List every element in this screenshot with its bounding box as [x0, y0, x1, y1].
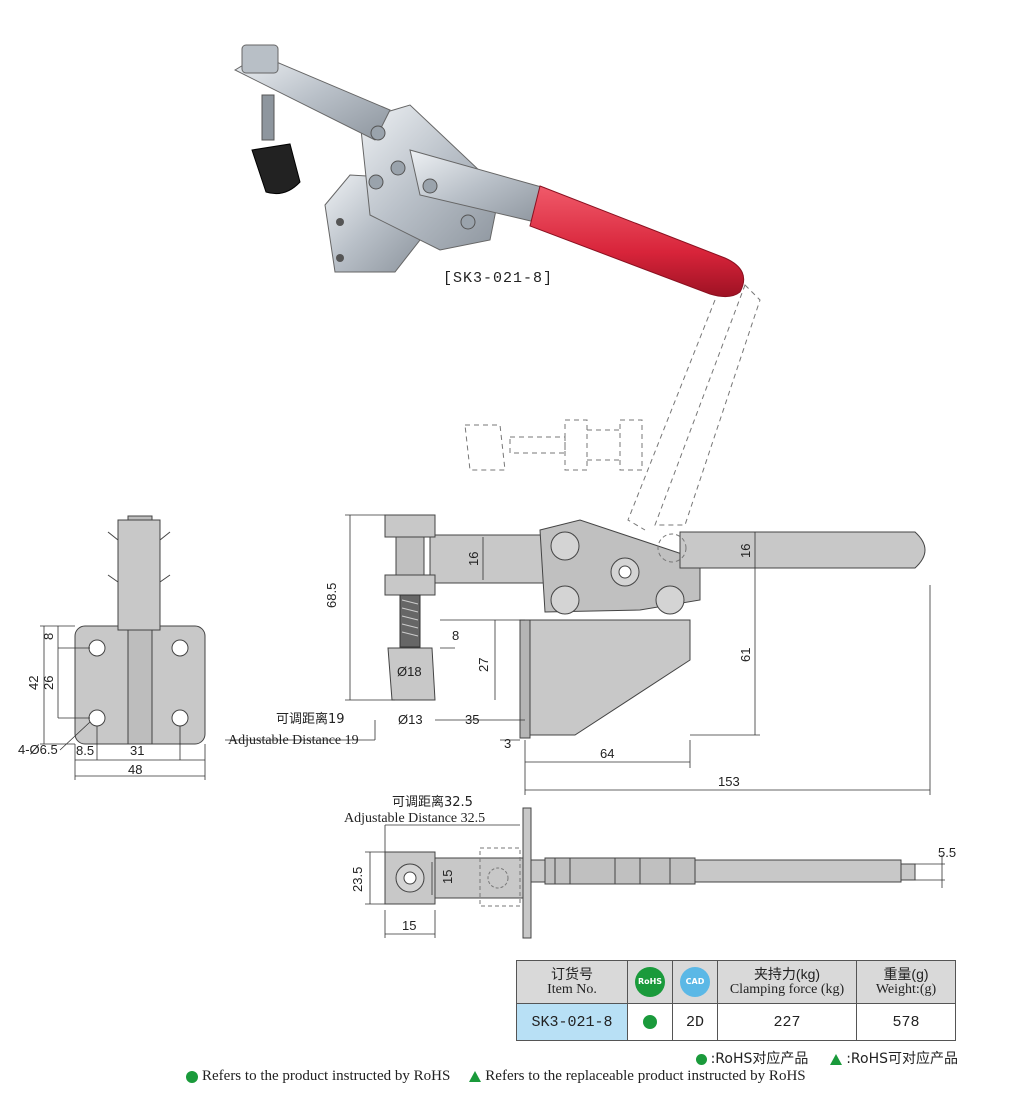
open-position-ghost [464, 284, 761, 531]
dim-front-8-5: 8.5 [76, 743, 94, 758]
adjust-32-5-cn: 可调距离32.5 [392, 794, 473, 810]
header-cad: CAD [672, 960, 718, 1004]
legend-replace-en: Refers to the replaceable product instru… [485, 1068, 806, 1084]
cad-badge-icon: CAD [680, 967, 710, 997]
header-item-cn: 订货号 [551, 966, 593, 982]
dim-35: 35 [465, 712, 479, 727]
legend-replace-cn: :RoHS可对应产品 [846, 1051, 958, 1067]
table-row: SK3-021-8 2D 227 578 [516, 1003, 956, 1041]
dim-top-15: 15 [402, 918, 416, 933]
product-photo [233, 44, 745, 298]
header-rohs: RoHS [627, 960, 673, 1004]
legend-en-dot-icon [186, 1070, 198, 1083]
cell-rohs [627, 1003, 673, 1041]
dim-top-15-inner: 15 [440, 870, 455, 884]
dim-61: 61 [738, 648, 753, 662]
legend-triangle-icon [830, 1053, 843, 1065]
dim-handle-16: 16 [738, 544, 753, 558]
dim-8: 8 [452, 628, 459, 643]
dim-top-5-5: 5.5 [938, 845, 956, 860]
dim-dia-18: Ø18 [397, 664, 422, 679]
table-header-row: 订货号 Item No. RoHS CAD 夹持力(kg) Clamping f… [516, 960, 956, 1004]
adjust-32-5-en: Adjustable Distance 32.5 [344, 811, 485, 826]
header-item-no: 订货号 Item No. [516, 960, 628, 1004]
header-item-en: Item No. [547, 982, 597, 997]
dim-arm-16: 16 [466, 552, 481, 566]
header-force-en: Clamping force (kg) [729, 982, 845, 997]
legend-en-triangle-icon [469, 1071, 482, 1083]
legend-en: Refers to the product instructed by RoHS… [186, 1068, 810, 1085]
dim-front-48: 48 [128, 762, 142, 777]
dim-64: 64 [600, 746, 614, 761]
rohs-badge-icon: RoHS [635, 967, 665, 997]
adjust-19-cn: 可调距离19 [276, 711, 345, 727]
dim-27: 27 [476, 658, 491, 672]
rohs-dot-icon [643, 1014, 657, 1029]
dim-front-8: 8 [41, 633, 56, 640]
adjust-19-en: Adjustable Distance 19 [228, 733, 359, 748]
dim-front-holes: 4-Ø6.5 [18, 742, 58, 757]
header-force-cn: 夹持力(kg) [753, 966, 821, 982]
cell-weight: 578 [856, 1003, 956, 1041]
cell-cad: 2D [672, 1003, 718, 1041]
side-view-drawing: 68.5 16 16 8 27 Ø18 Ø13 35 61 3 64 153 可… [225, 514, 931, 795]
dim-dia-13: Ø13 [398, 712, 423, 727]
dim-front-42: 42 [26, 676, 41, 690]
front-view-drawing: 8 42 26 4-Ø6.5 8.5 31 48 [18, 515, 206, 780]
photo-label: [SK3-021-8] [443, 270, 553, 287]
header-weight-cn: 重量(g) [883, 966, 929, 982]
legend-cn: :RoHS对应产品 :RoHS可对应产品 [695, 1048, 962, 1068]
legend-rohs-cn: :RoHS对应产品 [710, 1051, 809, 1067]
header-weight-en: Weight:(g) [875, 982, 937, 997]
header-clamping-force: 夹持力(kg) Clamping force (kg) [717, 960, 857, 1004]
dim-68-5: 68.5 [324, 583, 339, 608]
dim-3: 3 [504, 736, 511, 751]
top-view-drawing: 可调距离32.5 Adjustable Distance 32.5 23.5 1… [344, 794, 956, 939]
dim-front-31: 31 [130, 743, 144, 758]
dim-153: 153 [718, 774, 740, 789]
legend-dot-icon [695, 1053, 707, 1065]
spec-table: 订货号 Item No. RoHS CAD 夹持力(kg) Clamping f… [516, 960, 956, 1041]
header-weight: 重量(g) Weight:(g) [856, 960, 956, 1004]
cell-clamping-force: 227 [717, 1003, 857, 1041]
legend-rohs-en: Refers to the product instructed by RoHS [202, 1068, 451, 1084]
cell-item-no: SK3-021-8 [516, 1003, 628, 1041]
dim-front-26: 26 [41, 676, 56, 690]
dim-top-23-5: 23.5 [350, 867, 365, 892]
